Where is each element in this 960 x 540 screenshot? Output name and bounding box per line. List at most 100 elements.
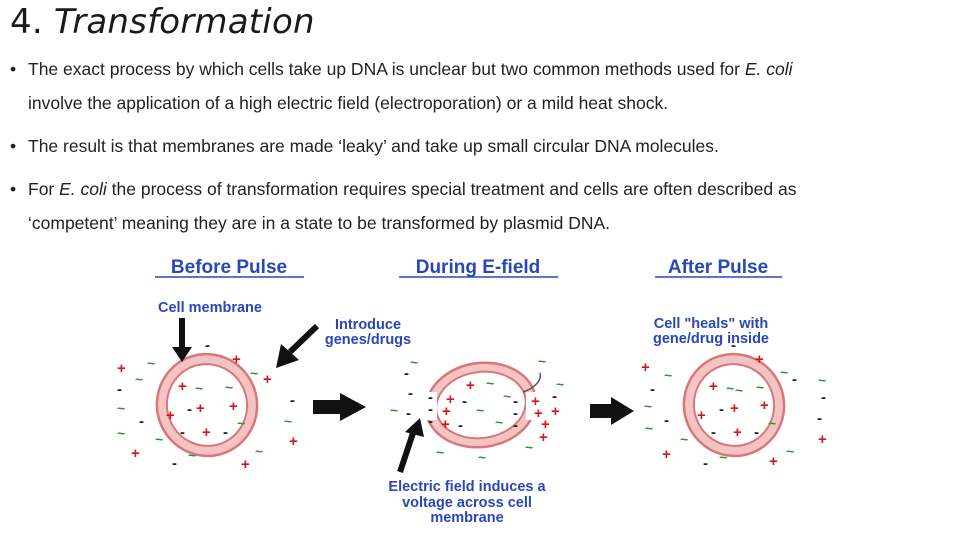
panel-title-before: Before Pulse <box>171 257 287 278</box>
svg-text:+: + <box>178 378 187 395</box>
bullet-item-3: • For E. coli the process of transformat… <box>10 172 796 240</box>
cell-before <box>155 352 259 458</box>
svg-text:~: ~ <box>735 382 743 398</box>
bullet-1-line-1: The exact process by which cells take up… <box>28 52 793 86</box>
svg-text:+: + <box>166 407 175 424</box>
svg-text:+: + <box>202 424 211 441</box>
svg-text:+: + <box>241 456 250 473</box>
bullet-marker: • <box>10 179 17 199</box>
svg-text:+: + <box>263 371 272 388</box>
membrane-pore-left <box>422 392 437 420</box>
svg-text:+: + <box>662 446 671 463</box>
svg-text:-: - <box>462 393 467 410</box>
label-field-induces: Electric field induces a <box>388 479 546 495</box>
svg-text:-: - <box>821 389 826 406</box>
svg-text:~: ~ <box>645 420 653 436</box>
svg-text:+: + <box>730 400 739 417</box>
svg-text:~: ~ <box>525 439 533 455</box>
svg-text:-: - <box>290 392 295 409</box>
svg-text:+: + <box>539 429 548 446</box>
svg-text:~: ~ <box>237 415 245 431</box>
svg-text:+: + <box>441 416 450 433</box>
bullet-item-2: • The result is that membranes are made … <box>10 129 719 163</box>
svg-text:+: + <box>466 377 475 394</box>
dna-strand <box>522 372 542 393</box>
svg-text:~: ~ <box>188 447 196 463</box>
arrow-field-induces <box>397 429 417 473</box>
svg-text:-: - <box>719 401 724 418</box>
label-introduce: Introduce <box>335 317 401 333</box>
cell-after-charges: + - ~ ~ + ~ - ~ - ~ + ~ + - ~ - ~ - - + … <box>641 337 827 472</box>
title-word: Transformation <box>53 2 315 42</box>
cell-after <box>682 352 786 458</box>
svg-text:~: ~ <box>495 414 503 430</box>
svg-text:+: + <box>641 359 650 376</box>
panel-title-during: During E-field <box>416 257 541 278</box>
arrow-cell-membrane-head <box>172 347 192 362</box>
svg-text:+: + <box>117 360 126 377</box>
svg-text:-: - <box>754 424 759 441</box>
svg-text:+: + <box>534 405 543 422</box>
svg-text:-: - <box>817 410 822 427</box>
panel-title-after: After Pulse <box>668 257 768 278</box>
svg-text:~: ~ <box>538 353 546 369</box>
svg-text:~: ~ <box>726 380 734 396</box>
svg-text:-: - <box>711 424 716 441</box>
svg-text:-: - <box>792 371 797 388</box>
svg-text:+: + <box>232 351 241 368</box>
svg-text:~: ~ <box>786 443 794 459</box>
svg-text:+: + <box>769 453 778 470</box>
svg-text:~: ~ <box>147 355 155 371</box>
svg-text:+: + <box>229 398 238 415</box>
svg-text:+: + <box>760 397 769 414</box>
svg-text:+: + <box>818 431 827 448</box>
svg-text:~: ~ <box>476 402 484 418</box>
svg-text:~: ~ <box>117 425 125 441</box>
label-voltage-across: voltage across cell <box>402 495 532 511</box>
bullet-3-species: E. coli <box>59 179 107 199</box>
svg-text:~: ~ <box>478 449 486 465</box>
svg-text:+: + <box>196 400 205 417</box>
svg-text:~: ~ <box>556 376 564 392</box>
svg-text:-: - <box>205 337 210 354</box>
bullet-3-text-post: the process of transformation requires s… <box>106 179 797 199</box>
arrow-introduce-head <box>276 344 299 368</box>
slide-title: 4. Transformation <box>10 2 315 42</box>
svg-text:-: - <box>731 337 736 354</box>
label-genes-drugs: genes/drugs <box>325 332 411 348</box>
svg-text:-: - <box>428 401 433 418</box>
bullet-item-1: • The exact process by which cells take … <box>10 52 793 120</box>
bullet-1-line-2: involve the application of a high electr… <box>28 93 669 113</box>
svg-text:+: + <box>446 391 455 408</box>
svg-text:+: + <box>551 403 560 420</box>
svg-text:-: - <box>513 393 518 410</box>
bullet-1-species: E. coli <box>744 59 793 79</box>
bullet-marker: • <box>10 59 17 79</box>
svg-text:-: - <box>139 413 144 430</box>
svg-text:~: ~ <box>719 449 727 465</box>
svg-text:+: + <box>541 416 550 433</box>
label-cell-membrane: Cell membrane <box>158 300 262 316</box>
bullet-3-text-pre: For <box>28 179 60 199</box>
cell-during <box>422 361 542 449</box>
svg-text:+: + <box>697 407 706 424</box>
svg-text:-: - <box>404 365 409 382</box>
svg-text:-: - <box>513 417 518 434</box>
svg-text:-: - <box>406 405 411 422</box>
svg-text:-: - <box>172 455 177 472</box>
process-arrow-1 <box>313 393 366 421</box>
label-membrane: membrane <box>430 510 503 526</box>
svg-text:+: + <box>289 433 298 450</box>
svg-text:-: - <box>650 381 655 398</box>
title-number: 4. <box>10 2 43 42</box>
svg-text:+: + <box>755 351 764 368</box>
arrow-field-induces-head <box>405 418 424 437</box>
svg-text:~: ~ <box>135 371 143 387</box>
svg-text:~: ~ <box>486 375 494 391</box>
bullet-1-text: The exact process by which cells take up… <box>28 59 745 79</box>
svg-text:~: ~ <box>818 372 826 388</box>
svg-text:~: ~ <box>117 400 125 416</box>
svg-text:~: ~ <box>664 367 672 383</box>
svg-text:-: - <box>180 424 185 441</box>
bullet-3-line-2: ‘competent’ meaning they are in a state … <box>28 213 611 233</box>
